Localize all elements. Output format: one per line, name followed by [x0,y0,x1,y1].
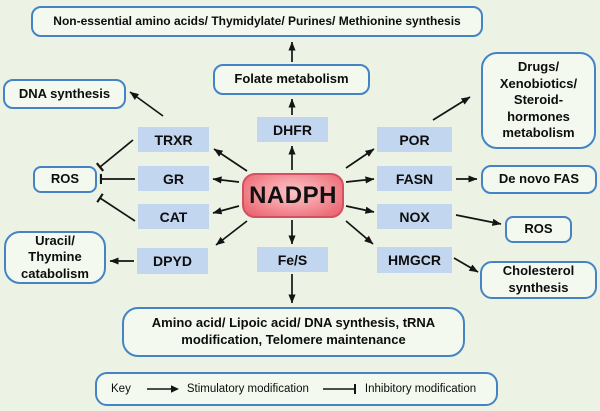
box-ros-right: ROS [505,216,572,243]
edge-nadph-por [345,148,375,169]
edge-trxr-ros_left [95,139,134,172]
enzyme-nox: NOX [377,204,452,229]
legend-stimulatory-label: Stimulatory modification [186,383,309,395]
enzyme-hmgcr: HMGCR [377,247,452,273]
edge-nadph-dpyd [215,220,248,246]
inhibitory-tee-icon [322,384,356,394]
enzyme-trxr: TRXR [138,127,209,152]
edge-nadph-trxr [213,148,248,172]
box-uracil-thymine-catabolism: Uracil/ Thymine catabolism [4,231,106,284]
legend: Key Stimulatory modification Inhibitory … [95,372,498,406]
box-drugs-xenobiotics-metabolism: Drugs/ Xenobiotics/ Steroid- hormones me… [481,52,596,149]
box-ros-left: ROS [33,166,97,193]
edge-nadph-hmgcr [345,220,374,245]
enzyme-por: POR [377,127,452,152]
enzyme-cat: CAT [138,204,209,229]
edge-nadph-nox [345,205,375,214]
enzyme-fes: Fe/S [257,247,328,272]
edge-por-drugs [432,96,471,121]
edge-cat-ros_left [96,193,136,222]
legend-title: Key [111,383,131,395]
box-cholesterol-synthesis: Cholesterol synthesis [480,261,597,299]
edge-nadph-cat [212,205,240,215]
edge-nadph-gr [212,176,240,184]
box-de-novo-fas: De novo FAS [481,165,597,194]
box-dna-synthesis: DNA synthesis [3,79,126,109]
edge-hmgcr-cholesterol [453,257,479,273]
nadph-node: NADPH [242,173,344,218]
box-folate-metabolism: Folate metabolism [213,64,370,95]
box-nonessential-synthesis: Non-essential amino acids/ Thymidylate/ … [31,6,483,37]
enzyme-dhfr: DHFR [257,117,328,142]
stimulatory-arrow-icon [146,385,179,393]
enzyme-gr: GR [138,166,209,191]
edge-trxr-dna [129,91,164,117]
legend-inhibitory-label: Inhibitory modification [364,383,477,395]
edge-nox-ros_right [455,214,502,226]
enzyme-fasn: FASN [377,166,452,191]
enzyme-dpyd: DPYD [137,248,208,274]
edge-nadph-fasn [345,176,375,184]
box-amino-acid-fes-functions: Amino acid/ Lipoic acid/ DNA synthesis, … [122,307,465,357]
